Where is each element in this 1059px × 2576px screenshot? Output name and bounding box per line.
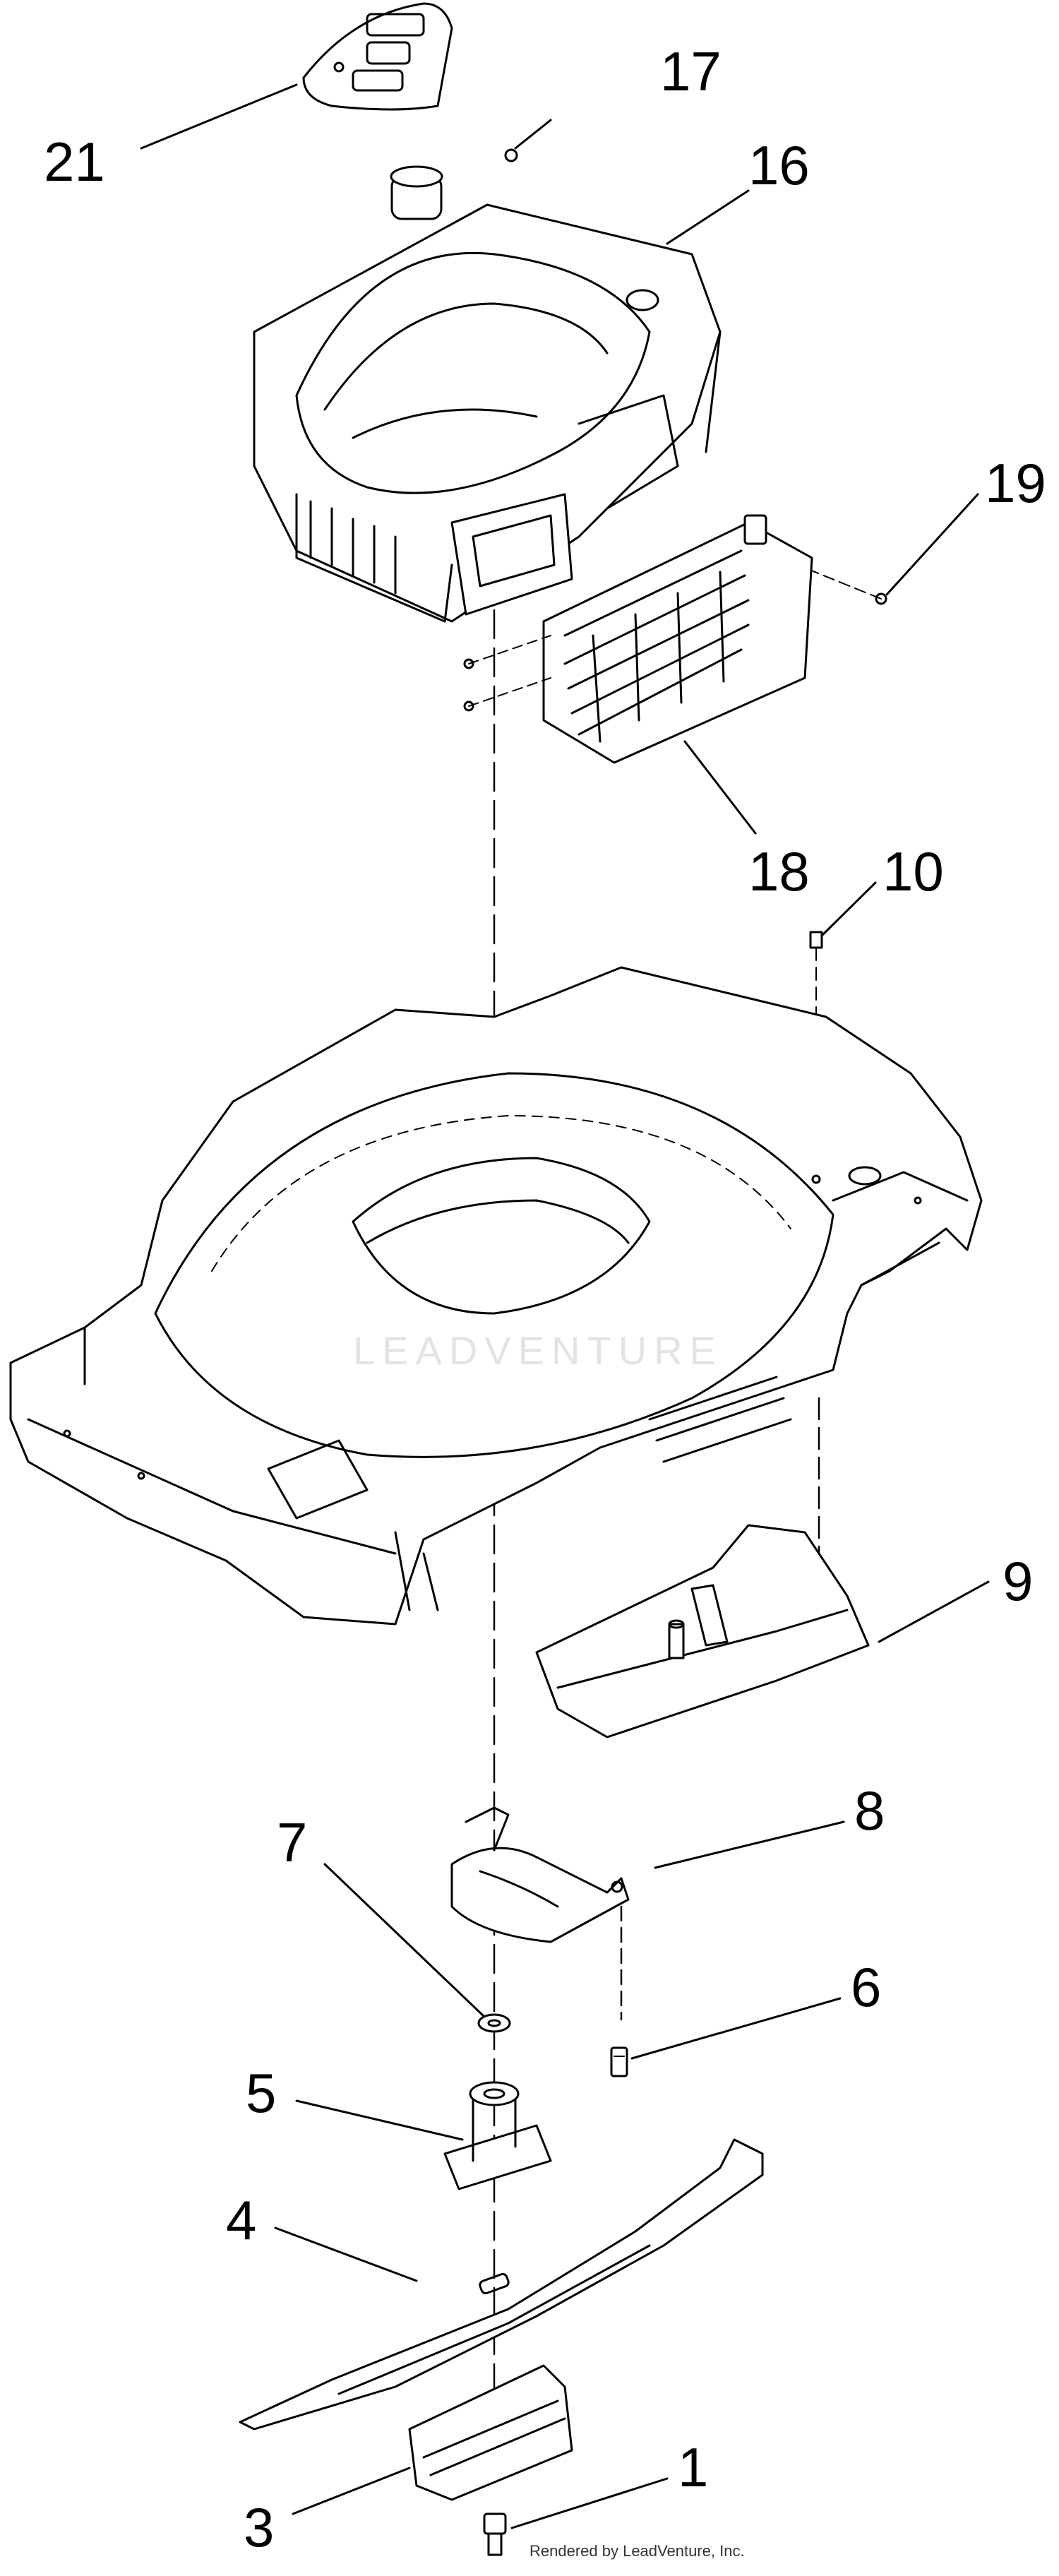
callout-16[interactable]: 16 (748, 134, 810, 196)
callout-19[interactable]: 19 (985, 452, 1046, 514)
part-18-cover (463, 514, 813, 764)
part-8-bracket (450, 1806, 630, 1943)
leader-lines (140, 83, 990, 2529)
callout-3[interactable]: 3 (244, 2496, 275, 2558)
part-6-bolt (610, 2046, 628, 2077)
callout-17[interactable]: 17 (660, 40, 722, 102)
part-9-baffle (535, 1524, 870, 1739)
part-17-screw (504, 148, 518, 162)
callout-7[interactable]: 7 (277, 1811, 308, 1873)
callout-4[interactable]: 4 (226, 2189, 257, 2251)
part-21-decal (302, 2, 453, 111)
callout-1[interactable]: 1 (678, 2436, 709, 2498)
callout-8[interactable]: 8 (854, 1779, 885, 1842)
deck-housing (9, 966, 983, 1626)
watermark-text: LEADVENTURE (353, 1328, 723, 1373)
part-3-support (408, 2364, 573, 2501)
callout-10[interactable]: 10 (882, 840, 944, 902)
callout-5[interactable]: 5 (246, 2062, 277, 2124)
callout-21[interactable]: 21 (44, 131, 105, 193)
callout-9[interactable]: 9 (1003, 1550, 1034, 1612)
callout-6[interactable]: 6 (851, 1956, 882, 2018)
footer-credit: Rendered by LeadVenture, Inc. (530, 2542, 745, 2560)
part-7-washer (477, 2013, 511, 2033)
callout-18[interactable]: 18 (748, 840, 810, 902)
part-1-bolt (483, 2512, 507, 2556)
part-5-adapter (443, 2081, 552, 2190)
part-4-blade (239, 2138, 764, 2431)
part-19-screw (875, 592, 887, 605)
part-16-engine (253, 165, 722, 623)
